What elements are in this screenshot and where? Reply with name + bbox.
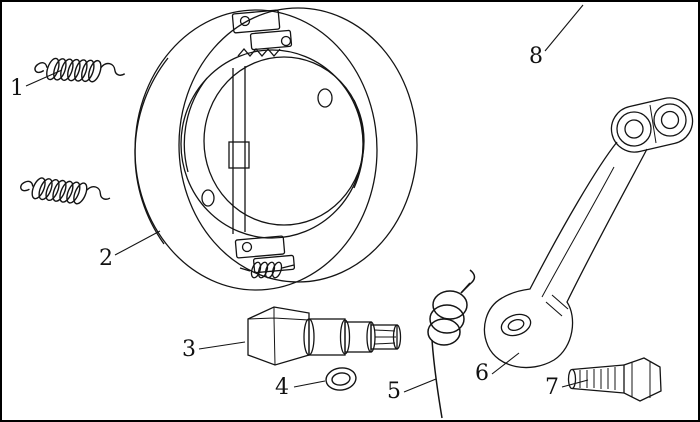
part-3-brake-camshaft	[247, 306, 402, 366]
leader-7	[561, 379, 589, 388]
callout-8-label: 8	[529, 44, 543, 69]
leader-3	[198, 341, 246, 350]
part-6-brake-arm	[483, 97, 694, 369]
callout-leader-lines	[25, 4, 589, 393]
part-1-tension-spring-lower	[18, 173, 113, 210]
leader-1	[25, 69, 63, 87]
callout-6-label: 6	[475, 361, 489, 386]
callout-4-label: 4	[275, 375, 289, 400]
part-5-return-spring	[427, 269, 476, 419]
callout-3-label: 3	[182, 337, 196, 362]
leader-8	[544, 4, 584, 52]
callout-7-label: 7	[545, 375, 559, 400]
part-7-hex-bolt	[567, 357, 662, 402]
callout-5-label: 5	[387, 379, 401, 404]
leader-2	[114, 230, 161, 256]
callout-1-label: 1	[10, 76, 24, 101]
callout-2-label: 2	[99, 246, 113, 271]
part-4-o-ring	[325, 367, 357, 391]
part-1-tension-spring-upper	[33, 55, 127, 86]
leader-6	[491, 352, 520, 375]
leader-5	[403, 378, 437, 393]
leader-4	[293, 380, 326, 388]
part-2-brake-shoe-assembly	[134, 7, 418, 291]
